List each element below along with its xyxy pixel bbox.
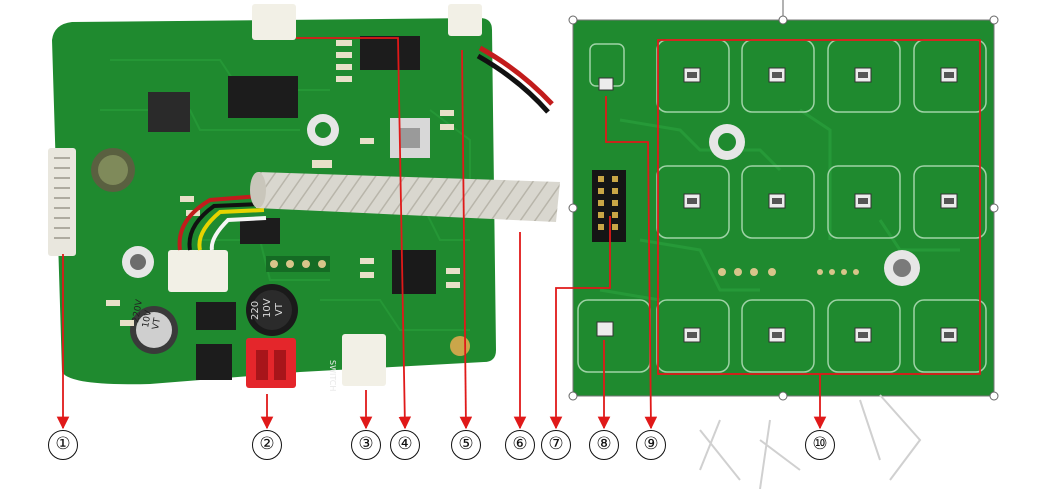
- callout-1: ①: [48, 430, 78, 460]
- indicator-led: [598, 77, 614, 91]
- callout-6: ⑥: [505, 430, 535, 460]
- cap-label-220v: 220V: [131, 298, 145, 324]
- key-pad: [827, 165, 901, 239]
- left-pcb-board: 220V 10V VT 220 10V VT: [48, 4, 560, 391]
- callout-8: ⑧: [589, 430, 619, 460]
- arrow-7: [549, 216, 611, 430]
- cap-label-10v: 10V: [141, 309, 154, 329]
- fpc-connector: [48, 148, 76, 256]
- top-right-connector: [448, 4, 482, 36]
- key-pad: [656, 299, 730, 373]
- led-die: [687, 198, 697, 204]
- mcu-chip: [392, 250, 436, 294]
- led-die: [687, 332, 697, 338]
- callout-7: ⑦: [541, 430, 571, 460]
- led-die: [858, 198, 868, 204]
- power-connector: [246, 338, 296, 388]
- callout-5: ⑤: [451, 430, 481, 460]
- key-area-outline: [657, 39, 981, 375]
- callout-10: ⑩: [805, 430, 835, 460]
- braided-sleeve: [256, 172, 560, 222]
- led-die: [944, 72, 954, 78]
- key-pad: [741, 165, 815, 239]
- top-left-connector: [252, 4, 296, 40]
- cap2-label-vt: VT: [274, 302, 285, 316]
- led-die: [944, 332, 954, 338]
- callout-3: ③: [351, 430, 381, 460]
- key-pad: [741, 299, 815, 373]
- switch-silk-label: SWITCH: [328, 360, 337, 391]
- led-die: [772, 198, 782, 204]
- led-die: [858, 72, 868, 78]
- arrow-5: [459, 49, 473, 430]
- led-die: [944, 198, 954, 204]
- cap2-label-10v: 10V: [262, 298, 273, 318]
- led-die: [772, 332, 782, 338]
- arrow-9: [605, 96, 658, 430]
- key-pad: [913, 165, 987, 239]
- key-pad: [656, 165, 730, 239]
- key-pad: [913, 299, 987, 373]
- cap2-label-220: 220: [250, 301, 261, 320]
- right-pcb-board: [568, 0, 999, 401]
- arrow-4: [296, 37, 412, 430]
- callout-9: ⑨: [636, 430, 666, 460]
- led-die: [687, 72, 697, 78]
- ic-large: [228, 76, 298, 118]
- switch-connector: [342, 334, 386, 386]
- cable-connector: [168, 250, 228, 292]
- watermark: [699, 394, 922, 490]
- key-pad: [827, 299, 901, 373]
- single-led: [596, 321, 614, 337]
- callout-4: ④: [390, 430, 420, 460]
- callout-arrows: [56, 37, 827, 430]
- led-die: [858, 332, 868, 338]
- callout-2: ②: [252, 430, 282, 460]
- pin-header: [592, 170, 626, 242]
- led-die: [772, 72, 782, 78]
- cap-label-vt: VT: [151, 317, 163, 331]
